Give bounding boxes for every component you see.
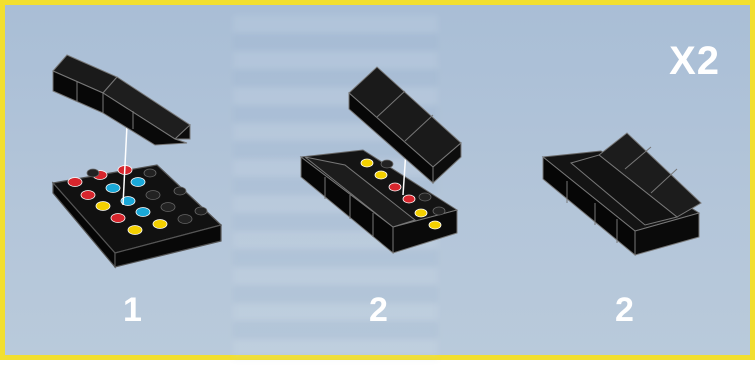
quantity-multiplier: X2	[669, 39, 720, 84]
step-1-illustration	[53, 55, 221, 267]
step-number-3: 2	[615, 291, 634, 330]
step-number-1: 1	[123, 291, 142, 330]
slope-brick-1	[53, 55, 190, 145]
step-2-illustration	[301, 67, 461, 253]
step-number-2: 2	[369, 291, 388, 330]
result-illustration	[543, 133, 701, 255]
